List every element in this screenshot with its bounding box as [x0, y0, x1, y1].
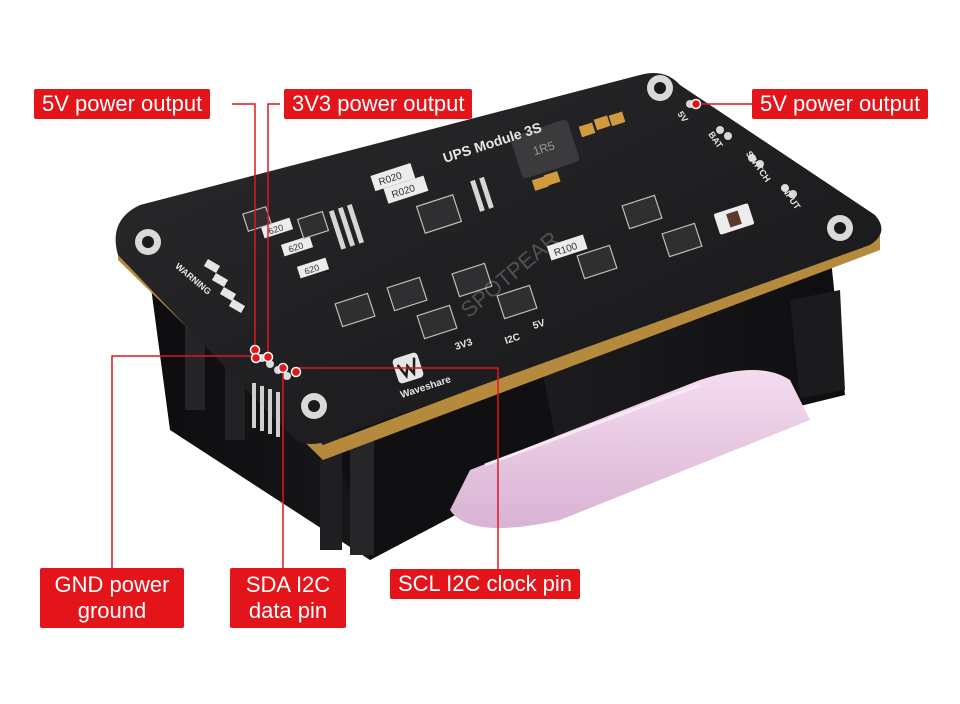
resistor-label: 620 [303, 262, 320, 276]
label-scl: SCL I2C clock pin [390, 569, 581, 599]
label-5v-output-left: 5V power output [34, 89, 211, 119]
resistor-r020-a: R020 [370, 162, 416, 192]
fuse [714, 203, 754, 235]
resistor-620-group: 620 620 620 [260, 217, 330, 279]
inductor: 1R5 [510, 119, 580, 179]
label-sda: SDA I2C data pin [230, 568, 346, 628]
label-text: 5V power output [760, 91, 921, 116]
label-text: 3V3 power output [292, 91, 465, 116]
label-text: GND power [54, 572, 170, 597]
label-text: 5V power output [42, 91, 203, 116]
right-header-pads [686, 100, 797, 198]
silk-i2c: I2C [503, 332, 521, 347]
pcb-board [115, 72, 882, 444]
label-3v3-output: 3V3 power output [284, 89, 473, 119]
label-5v-output-right: 5V power output [752, 89, 929, 119]
resistor-arrays [328, 176, 494, 250]
resistor-label: 620 [287, 240, 304, 254]
mounting-holes [135, 75, 853, 419]
resistor-r020-b: R020 [383, 175, 429, 204]
label-text: ground [77, 598, 147, 623]
callout-dots [249, 98, 702, 378]
label-text: data pin [248, 598, 328, 623]
label-gnd: GND power ground [40, 568, 184, 628]
battery-cell [450, 370, 810, 528]
inductor-label: 1R5 [531, 138, 557, 158]
warning-leds [203, 259, 246, 313]
ic-chips [242, 194, 703, 340]
capacitors [531, 111, 626, 191]
silk-3v3: 3V3 [454, 337, 475, 353]
resistor-label: 620 [267, 222, 284, 236]
label-text: SCL I2C clock pin [398, 571, 573, 596]
silk-5v: 5V [531, 318, 546, 332]
label-text: SDA I2C [245, 572, 331, 597]
callout-lines [111, 103, 755, 572]
